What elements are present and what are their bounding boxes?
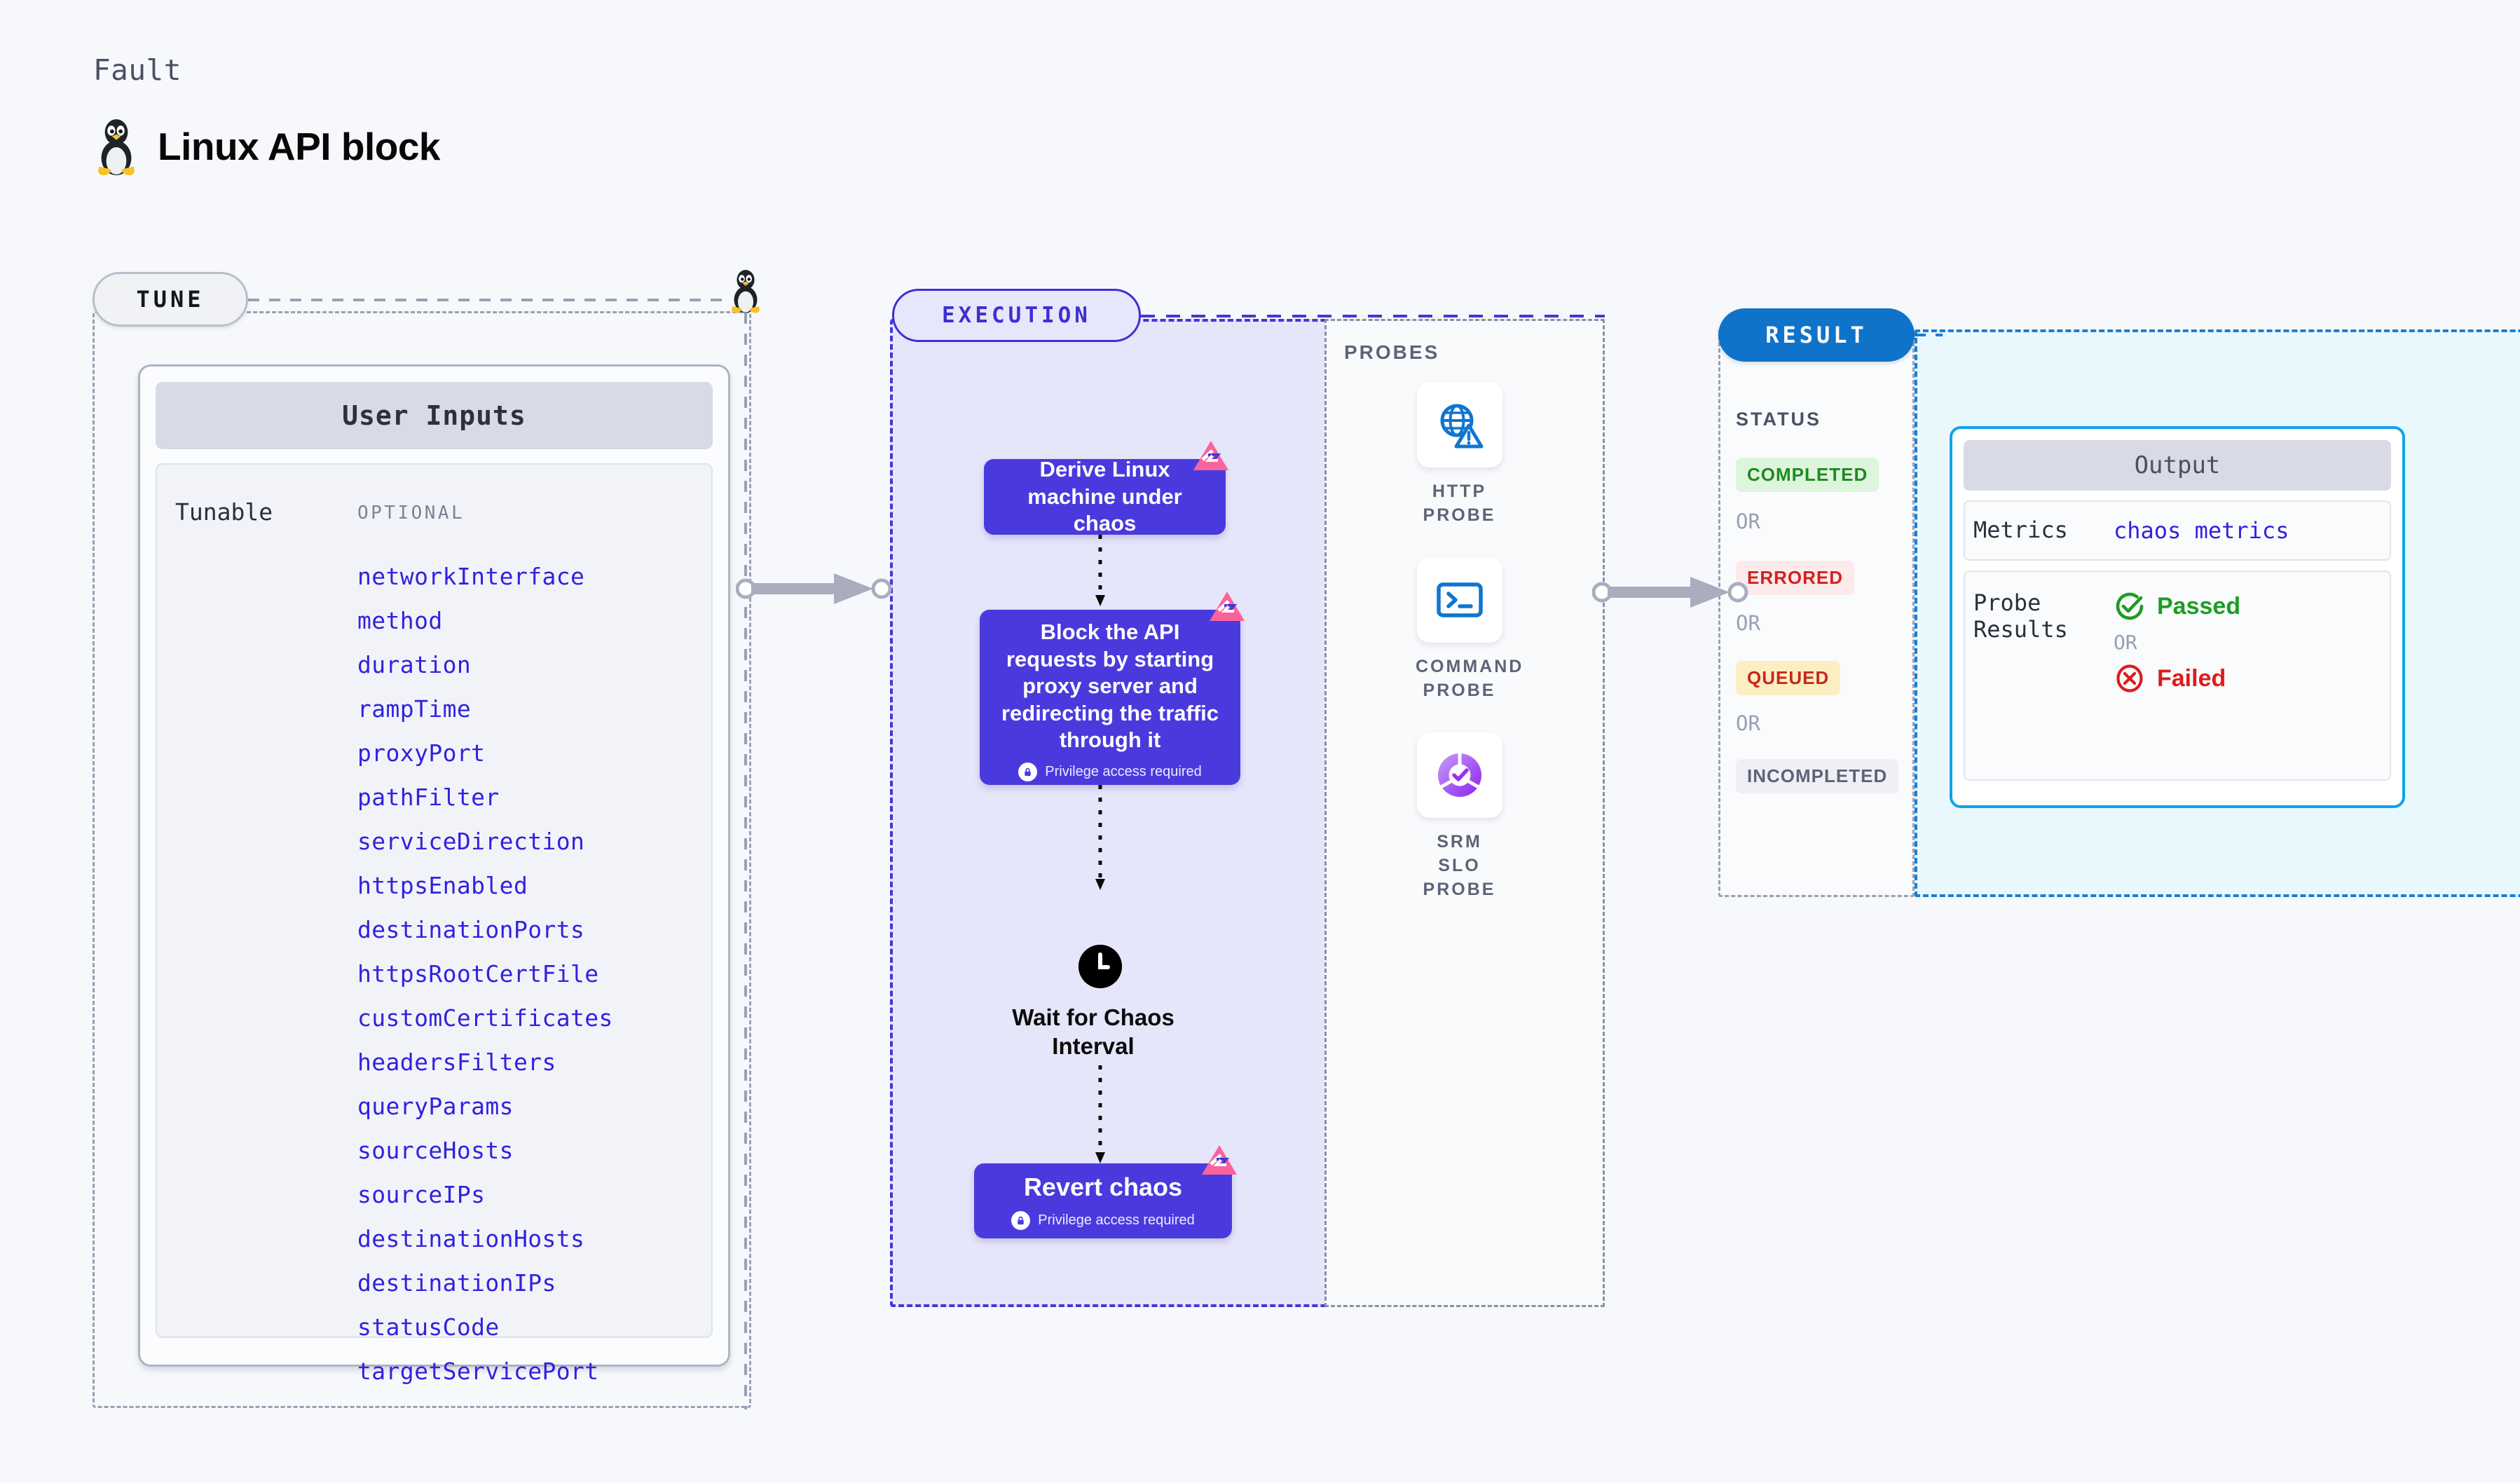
metrics-row: Metrics chaos metrics	[1964, 500, 2391, 561]
status-badge-incompleted: INCOMPLETED	[1736, 759, 1899, 793]
slo-check-icon	[1437, 753, 1481, 797]
litmus-chaos-badge-icon	[1210, 592, 1245, 621]
flow-node-label: Block the API requests by starting proxy…	[1001, 620, 1219, 753]
flow-node-label: Derive Linux machine under chaos	[1027, 457, 1182, 536]
execution-to-result-arrow	[1592, 577, 1748, 608]
probe-result-passed: Passed	[2114, 590, 2240, 622]
probe-srm-slo[interactable]: SRM SLO PROBE	[1416, 732, 1503, 901]
tunable-panel: Tunable OPTIONAL networkInterface method…	[156, 463, 713, 1385]
flow-node-block-api[interactable]: Block the API requests by starting proxy…	[980, 610, 1240, 785]
result-stage-pill[interactable]: RESULT	[1718, 308, 1915, 362]
terminal-icon	[1436, 582, 1483, 617]
or-label: OR	[1736, 711, 1760, 735]
privilege-note-text: Privilege access required	[1045, 763, 1202, 779]
lock-icon	[1011, 1211, 1031, 1231]
result-status-container	[1718, 329, 1915, 897]
probe-results-values: Passed OR Failed	[2114, 590, 2240, 779]
flow-node-revert-chaos[interactable]: Revert chaos Privilege access required	[974, 1163, 1232, 1238]
param-item[interactable]: pathFilter	[357, 784, 500, 811]
tune-connector-line	[248, 299, 732, 301]
optional-label: OPTIONAL	[357, 503, 465, 524]
or-label: OR	[1736, 611, 1760, 635]
tune-stage-container	[93, 311, 751, 1408]
clock-icon	[1078, 945, 1122, 988]
result-connector-line	[1912, 334, 1943, 336]
probe-http[interactable]: HTTP PROBE	[1416, 382, 1503, 528]
status-badge-completed: COMPLETED	[1736, 458, 1879, 492]
param-item[interactable]: httpsRootCertFile	[357, 960, 599, 987]
privilege-note: Privilege access required	[1018, 762, 1202, 781]
probe-label: SRM SLO PROBE	[1423, 832, 1496, 899]
tune-to-execution-arrow	[736, 573, 892, 604]
param-item[interactable]: headersFilters	[357, 1048, 556, 1076]
output-card: Output Metrics chaos metrics Probe Resul…	[1950, 426, 2405, 808]
param-item[interactable]: method	[357, 607, 443, 634]
flow-arrow	[1095, 535, 1105, 606]
user-inputs-card: User Inputs Tunable OPTIONAL networkInte…	[138, 364, 730, 1385]
fault-title-row: Linux API block	[93, 116, 441, 177]
probe-label: COMMAND PROBE	[1416, 657, 1524, 700]
linux-tux-icon	[732, 270, 760, 313]
tune-vertical-line	[744, 313, 747, 1409]
lock-icon	[1018, 762, 1038, 781]
param-item[interactable]: httpsEnabled	[357, 872, 528, 899]
user-inputs-header: User Inputs	[156, 382, 713, 449]
wait-for-chaos-interval-label: Wait for Chaos Interval	[1012, 1004, 1175, 1059]
metrics-value[interactable]: chaos metrics	[2114, 517, 2289, 544]
privilege-note: Privilege access required	[1011, 1211, 1195, 1231]
litmus-chaos-badge-icon	[1202, 1145, 1237, 1175]
tune-stage-pill[interactable]: TUNE	[93, 272, 248, 327]
execution-stage-pill[interactable]: EXECUTION	[892, 289, 1141, 342]
param-item[interactable]: destinationIPs	[357, 1269, 556, 1297]
status-badge-queued: QUEUED	[1736, 661, 1841, 695]
probe-results-key-line1: Probe	[1973, 589, 2041, 616]
param-item[interactable]: destinationHosts	[357, 1225, 585, 1252]
privilege-note-text: Privilege access required	[1038, 1212, 1195, 1229]
metrics-key: Metrics	[1973, 517, 2068, 544]
tunable-label: Tunable	[175, 498, 273, 526]
probe-results-key: Probe Results	[1973, 589, 2114, 779]
status-title: STATUS	[1736, 409, 1821, 430]
execution-connector-line	[1141, 315, 1605, 317]
param-item[interactable]: destinationPorts	[357, 916, 585, 943]
probe-label: HTTP PROBE	[1423, 481, 1496, 525]
flow-arrow	[1095, 1065, 1105, 1163]
flow-arrow	[1095, 785, 1105, 890]
fault-kicker: Fault	[93, 53, 182, 87]
probe-tile	[1416, 557, 1502, 643]
flow-node-derive-machine[interactable]: Derive Linux machine under chaos	[984, 457, 1226, 536]
passed-label: Passed	[2157, 592, 2241, 620]
page-title: Linux API block	[158, 125, 441, 168]
check-circle-icon	[2116, 592, 2144, 620]
probe-results-key-line2: Results	[1973, 615, 2068, 643]
or-label: OR	[2114, 631, 2137, 654]
probe-result-failed: Failed	[2114, 662, 2240, 695]
param-item[interactable]: networkInterface	[357, 563, 585, 590]
failed-label: Failed	[2157, 664, 2226, 692]
linux-tux-icon	[98, 119, 135, 176]
probe-tile	[1416, 382, 1502, 467]
param-item[interactable]: sourceHosts	[357, 1137, 514, 1164]
probe-tile	[1416, 732, 1502, 818]
param-item[interactable]: serviceDirection	[357, 828, 585, 855]
x-circle-icon	[2116, 664, 2143, 692]
probe-command[interactable]: COMMAND PROBE	[1416, 557, 1524, 703]
param-item[interactable]: proxyPort	[357, 739, 486, 767]
probes-title: PROBES	[1344, 341, 1440, 363]
param-item[interactable]: sourceIPs	[357, 1181, 486, 1208]
probe-results-row: Probe Results Passed OR Fai	[1964, 570, 2391, 781]
param-item[interactable]: rampTime	[357, 695, 472, 723]
status-badge-errored: ERRORED	[1736, 561, 1855, 595]
output-header: Output	[1964, 440, 2391, 491]
flow-node-label: Revert chaos	[1023, 1172, 1183, 1201]
param-item[interactable]: queryParams	[357, 1093, 514, 1120]
litmus-chaos-badge-icon	[1193, 441, 1228, 470]
param-item[interactable]: customCertificates	[357, 1004, 613, 1032]
globe-warning-icon	[1440, 404, 1483, 449]
tunable-param-list: networkInterface method duration rampTim…	[357, 554, 613, 1393]
param-item[interactable]: statusCode	[357, 1313, 500, 1341]
or-label: OR	[1736, 510, 1760, 533]
param-item[interactable]: duration	[357, 651, 472, 678]
param-item[interactable]: targetServicePort	[357, 1358, 599, 1385]
